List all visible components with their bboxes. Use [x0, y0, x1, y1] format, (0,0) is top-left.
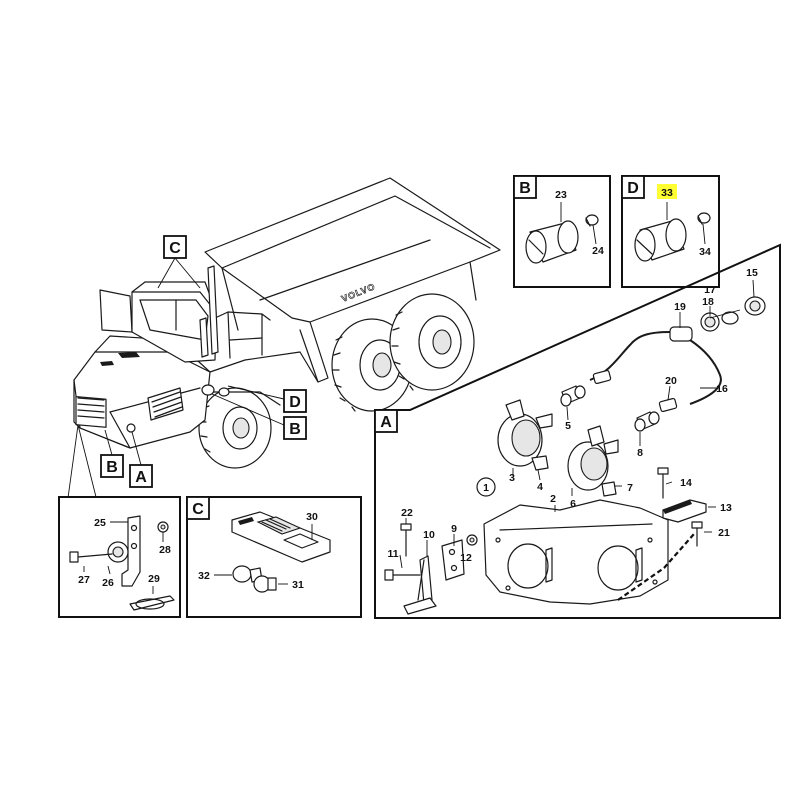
part-label-4: 4 — [537, 481, 543, 493]
nut-28 — [157, 521, 169, 533]
part-label-32: 32 — [198, 570, 210, 582]
rear-wheel-2 — [389, 293, 475, 391]
bracket-25 — [121, 515, 141, 587]
truck-callout-b-side[interactable]: B — [211, 393, 307, 440]
mount-dashed-line — [617, 533, 695, 601]
part-label-13: 13 — [720, 502, 732, 514]
articulated-hauler-illustration: VOLVO — [73, 177, 501, 469]
screw-11 — [384, 569, 421, 581]
grommet-15 — [744, 296, 766, 316]
part-label-33[interactable]: 33 — [661, 187, 673, 199]
svg-text:A: A — [380, 414, 392, 431]
detail-panel-a: A — [374, 243, 781, 619]
part-label-24: 24 — [592, 245, 604, 257]
item-1-circle — [476, 477, 496, 497]
mounting-bracket-2 — [483, 499, 669, 605]
highlight-part-33 — [657, 184, 677, 199]
clip-13 — [662, 499, 707, 523]
side-vent — [147, 387, 184, 421]
svg-text:B: B — [519, 180, 531, 197]
svg-text:D: D — [627, 180, 639, 197]
bolt-27 — [69, 551, 113, 563]
bulb-31 — [253, 575, 277, 593]
part-label-30: 30 — [306, 511, 318, 523]
part-label-27: 27 — [78, 574, 90, 586]
truck-callout-c[interactable]: C — [157, 235, 201, 289]
bracket-10 — [403, 555, 437, 615]
lamp-3 — [497, 399, 553, 471]
svg-text:C: C — [192, 501, 204, 518]
bulb-holder-8 — [634, 411, 660, 432]
part-label-15: 15 — [746, 267, 758, 279]
bulb-32 — [232, 565, 263, 583]
connector-17-18 — [700, 311, 739, 332]
svg-text:C: C — [169, 240, 181, 257]
part-label-23: 23 — [555, 189, 567, 201]
svg-text:A: A — [135, 469, 147, 486]
part-label-21: 21 — [718, 527, 730, 539]
part-label-10: 10 — [423, 529, 435, 541]
svg-text:D: D — [289, 394, 301, 411]
lamp-housing-33 — [634, 218, 687, 262]
screw-14 — [657, 467, 669, 499]
part-label-34: 34 — [699, 246, 711, 258]
part-label-31: 31 — [292, 579, 304, 591]
part-label-28: 28 — [159, 544, 171, 556]
part-label-2: 2 — [550, 493, 556, 505]
part-label-29: 29 — [148, 573, 160, 585]
part-label-12: 12 — [460, 552, 472, 564]
part-label-1: 1 — [483, 482, 489, 494]
interior-lamp-30 — [231, 511, 331, 563]
truck-callout-d[interactable]: D — [227, 385, 307, 413]
part-label-14: 14 — [680, 477, 692, 489]
clamp-26 — [107, 541, 129, 563]
part-label-18: 18 — [702, 296, 714, 308]
bulb-holder-5 — [560, 385, 586, 407]
part-label-25: 25 — [94, 517, 106, 529]
truck-callout-b-front[interactable]: B — [100, 429, 124, 478]
front-wheel — [198, 387, 272, 469]
screw-21 — [691, 521, 703, 547]
leader-to-bracket-panel — [67, 424, 97, 499]
part-label-6: 6 — [570, 498, 576, 510]
part-label-17: 17 — [704, 284, 716, 296]
part-label-26: 26 — [102, 577, 114, 589]
wiring-harness-16 — [589, 326, 722, 413]
part-label-16: 16 — [716, 383, 728, 395]
part-label-20: 20 — [665, 375, 677, 387]
bracket-9 — [441, 539, 465, 581]
part-label-3: 3 — [509, 472, 515, 484]
detail-panel-c: C — [186, 496, 362, 618]
cable-tie-29 — [129, 595, 175, 611]
part-label-8: 8 — [637, 447, 643, 459]
screw-22 — [400, 523, 412, 557]
part-label-19: 19 — [674, 301, 686, 313]
part-label-22: 22 — [401, 507, 413, 519]
bulb-34 — [697, 212, 711, 225]
part-label-7: 7 — [627, 482, 633, 494]
bulb-24 — [585, 214, 599, 227]
part-label-5: 5 — [565, 420, 571, 432]
detail-panel-b: B — [513, 175, 611, 288]
nut-12 — [466, 534, 478, 546]
lamp-6 — [567, 425, 619, 497]
svg-text:B: B — [289, 421, 301, 438]
detail-panel-bracket — [58, 496, 181, 618]
detail-panel-d: D — [621, 175, 720, 288]
part-label-11: 11 — [387, 548, 398, 560]
lamp-housing-23 — [525, 220, 579, 264]
part-label-9: 9 — [451, 523, 457, 535]
svg-text:B: B — [106, 459, 118, 476]
truck-callout-a[interactable]: A — [129, 431, 153, 488]
